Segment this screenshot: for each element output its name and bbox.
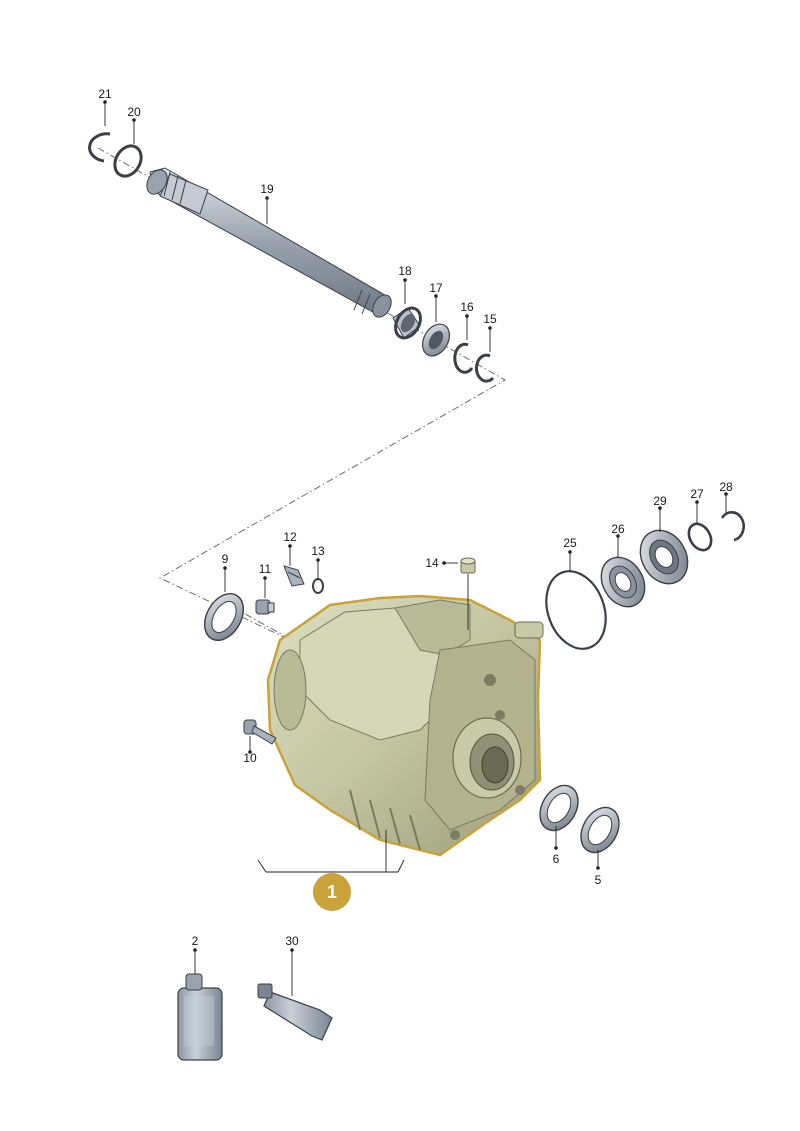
- svg-text:9: 9: [222, 552, 229, 566]
- callout-18: 18: [398, 264, 412, 304]
- svg-text:20: 20: [127, 105, 141, 119]
- assembly-badge: 1: [313, 873, 351, 911]
- svg-text:1: 1: [327, 882, 337, 902]
- callout-13: 13: [311, 544, 325, 580]
- callout-2: 2: [192, 934, 199, 974]
- svg-text:6: 6: [553, 852, 560, 866]
- svg-text:19: 19: [260, 182, 274, 196]
- shaft-seal-part-6: [539, 784, 579, 832]
- bolt-part-10: [243, 719, 277, 745]
- snap-ring-part-21: [88, 132, 111, 163]
- callout-29: 29: [653, 494, 667, 532]
- callout-5: 5: [595, 850, 602, 887]
- callout-26: 26: [611, 522, 625, 558]
- svg-text:29: 29: [653, 494, 667, 508]
- callout-12: 12: [283, 530, 297, 566]
- svg-text:26: 26: [611, 522, 625, 536]
- circlip-part-16: [453, 342, 474, 374]
- tapered-bearing-part-29: [639, 529, 689, 585]
- callout-11: 11: [259, 562, 272, 598]
- svg-text:28: 28: [719, 480, 733, 494]
- svg-text:30: 30: [285, 934, 299, 948]
- callout-20: 20: [127, 105, 141, 144]
- ball-bearing-part-26: [600, 556, 646, 608]
- o-ring-part-20: [113, 144, 143, 178]
- assembly-path-line: [97, 147, 507, 641]
- svg-text:13: 13: [311, 544, 325, 558]
- oil-bottle-part-2: [177, 973, 223, 1061]
- callout-21: 21: [98, 87, 112, 126]
- svg-text:14: 14: [425, 556, 439, 570]
- shaft-seal-part-9: [203, 593, 245, 641]
- callout-19: 19: [260, 182, 274, 224]
- o-ring-part-27: [687, 522, 713, 552]
- callout-28: 28: [719, 480, 733, 514]
- callout-14: 14: [425, 556, 469, 630]
- svg-text:2: 2: [192, 934, 199, 948]
- svg-text:10: 10: [243, 751, 257, 765]
- callout-27: 27: [690, 487, 704, 524]
- bearing-sleeve-part-17: [421, 323, 451, 357]
- svg-text:17: 17: [429, 281, 443, 295]
- drive-shaft-part-19: [146, 167, 392, 318]
- callout-6: 6: [553, 826, 560, 866]
- callout-9: 9: [222, 552, 229, 592]
- svg-text:21: 21: [98, 87, 112, 101]
- drain-plug-part-11: [255, 599, 275, 615]
- snap-ring-part-28: [720, 511, 745, 542]
- cap-part-14: [460, 557, 476, 574]
- assembly-bracket: [257, 859, 405, 873]
- callout-17: 17: [429, 281, 443, 322]
- svg-text:16: 16: [460, 300, 474, 314]
- circlip-part-15: [474, 353, 495, 383]
- svg-text:27: 27: [690, 487, 704, 501]
- svg-text:5: 5: [595, 873, 602, 887]
- svg-text:18: 18: [398, 264, 412, 278]
- svg-text:15: 15: [483, 312, 497, 326]
- transfer-case-housing-part-1: [266, 594, 544, 857]
- needle-bearing-part-18: [392, 306, 422, 340]
- svg-text:12: 12: [283, 530, 297, 544]
- washer-part-13: [312, 578, 324, 594]
- svg-text:25: 25: [563, 536, 577, 550]
- shaft-seal-part-5: [580, 806, 620, 854]
- bolt-part-12: [283, 565, 305, 587]
- o-ring-part-25: [545, 570, 607, 650]
- grease-tube-part-30: [257, 983, 333, 1041]
- callout-15: 15: [483, 312, 497, 352]
- callout-25: 25: [563, 536, 577, 572]
- callout-30: 30: [285, 934, 299, 996]
- callout-10: 10: [243, 736, 257, 765]
- svg-text:11: 11: [259, 562, 272, 576]
- callout-16: 16: [460, 300, 474, 340]
